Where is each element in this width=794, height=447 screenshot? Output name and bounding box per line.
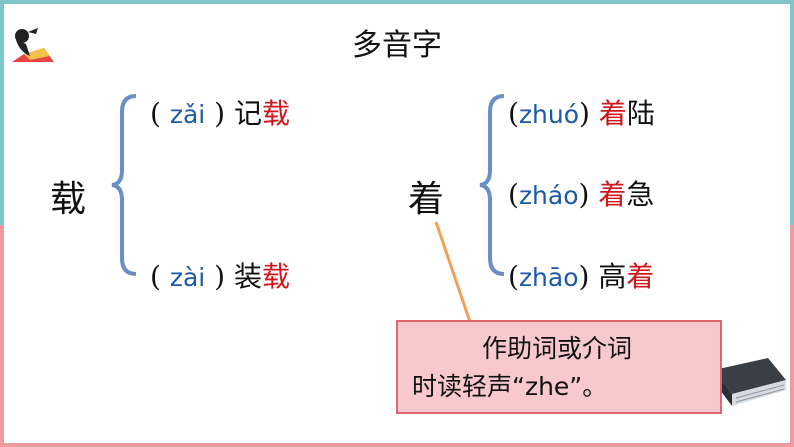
highlight-char: 着 xyxy=(598,97,627,130)
frame-top xyxy=(0,0,794,225)
reading-row: (zhāo) 高着 xyxy=(508,255,654,295)
word-part: 记 xyxy=(233,97,262,130)
paren-open: ( xyxy=(508,97,519,130)
pinyin-text: zhāo xyxy=(518,263,579,292)
pinyin-text: zǎi xyxy=(169,100,206,129)
paren-close: ) xyxy=(579,97,590,130)
brace-left-zhe xyxy=(479,94,505,276)
paren-close: ) xyxy=(214,260,226,293)
note-box: 作助词或介词 时读轻声“zhe”。 xyxy=(396,320,722,414)
polyphone-char-zai: 载 xyxy=(50,179,87,220)
paren-close: ) xyxy=(214,97,226,130)
pinyin-text: zháo xyxy=(518,181,579,210)
paren-close: ) xyxy=(578,178,590,211)
word-part: 装 xyxy=(233,260,262,293)
pinyin-text: zhuó xyxy=(518,100,580,129)
word-part: 陆 xyxy=(626,97,655,130)
paren-close: ) xyxy=(578,260,590,293)
highlight-char: 着 xyxy=(626,260,655,293)
person-logo-icon xyxy=(12,28,54,62)
pinyin-text: zài xyxy=(169,263,206,292)
paren-open: ( xyxy=(150,260,161,293)
note-line-1: 作助词或介词 xyxy=(482,334,633,363)
paren-open: ( xyxy=(508,178,519,211)
brace-left-zai xyxy=(111,94,137,276)
highlight-char: 载 xyxy=(262,97,291,130)
word-part: 急 xyxy=(626,178,655,211)
paren-open: ( xyxy=(150,97,161,130)
reading-row: ( zài ) 装载 xyxy=(150,255,290,295)
reading-row: (zháo) 着急 xyxy=(508,173,654,213)
highlight-char: 着 xyxy=(598,178,627,211)
reading-row: ( zǎi ) 记载 xyxy=(150,92,290,132)
highlight-char: 载 xyxy=(262,260,291,293)
word-part: 高 xyxy=(598,260,627,293)
paren-open: ( xyxy=(508,260,519,293)
polyphone-char-zhe: 着 xyxy=(408,179,445,220)
reading-row: (zhuó) 着陆 xyxy=(508,92,655,132)
page-title: 多音字 xyxy=(352,28,442,63)
note-line-2: 时读轻声“zhe”。 xyxy=(412,372,608,401)
